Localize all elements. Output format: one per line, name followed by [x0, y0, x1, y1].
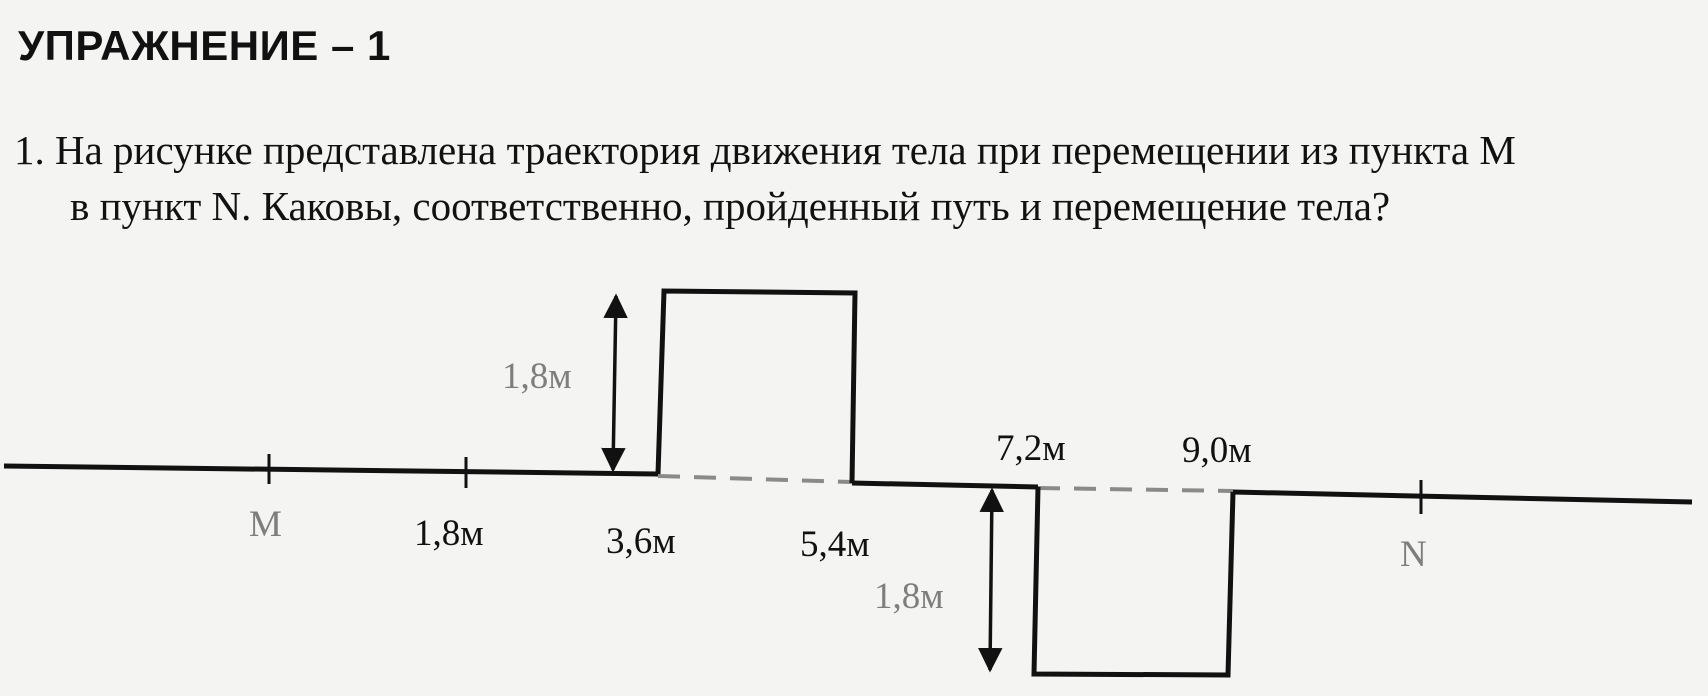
axis-line-left	[3, 463, 659, 477]
label-tick-3-6: 3,6м	[606, 521, 676, 562]
label-point-m: М	[249, 504, 282, 545]
label-point-n: N	[1400, 534, 1427, 575]
label-tick-9-0: 9,0м	[1182, 430, 1252, 471]
label-tick-1-8: 1,8м	[414, 513, 484, 554]
height-arrow-down	[977, 487, 1005, 673]
problem-number: 1.	[14, 127, 45, 173]
axis-line-middle	[851, 480, 1039, 490]
label-tick-5-4: 5,4м	[800, 524, 870, 565]
label-tick-7-2: 7,2м	[996, 428, 1066, 469]
dashed-segment-2	[1037, 486, 1234, 493]
trajectory-upper-rect	[655, 288, 858, 484]
label-height-up: 1,8м	[502, 356, 572, 397]
height-arrow-up	[601, 293, 628, 473]
problem-line-1: 1. На рисунке представлена траектория дв…	[14, 122, 1694, 178]
trajectory-lower-rect	[1031, 486, 1236, 678]
exercise-title: УПРАЖНЕНИЕ – 1	[18, 22, 391, 69]
problem-line-2: в пункт N. Каковы, соответственно, пройд…	[70, 183, 1391, 229]
label-height-down: 1,8м	[874, 576, 944, 617]
dashed-segment-1	[657, 474, 853, 484]
problem-text: 1. На рисунке представлена траектория дв…	[14, 122, 1694, 234]
problem-line-1-text: На рисунке представлена траектория движе…	[55, 127, 1516, 173]
axis-line-right	[1232, 489, 1693, 505]
